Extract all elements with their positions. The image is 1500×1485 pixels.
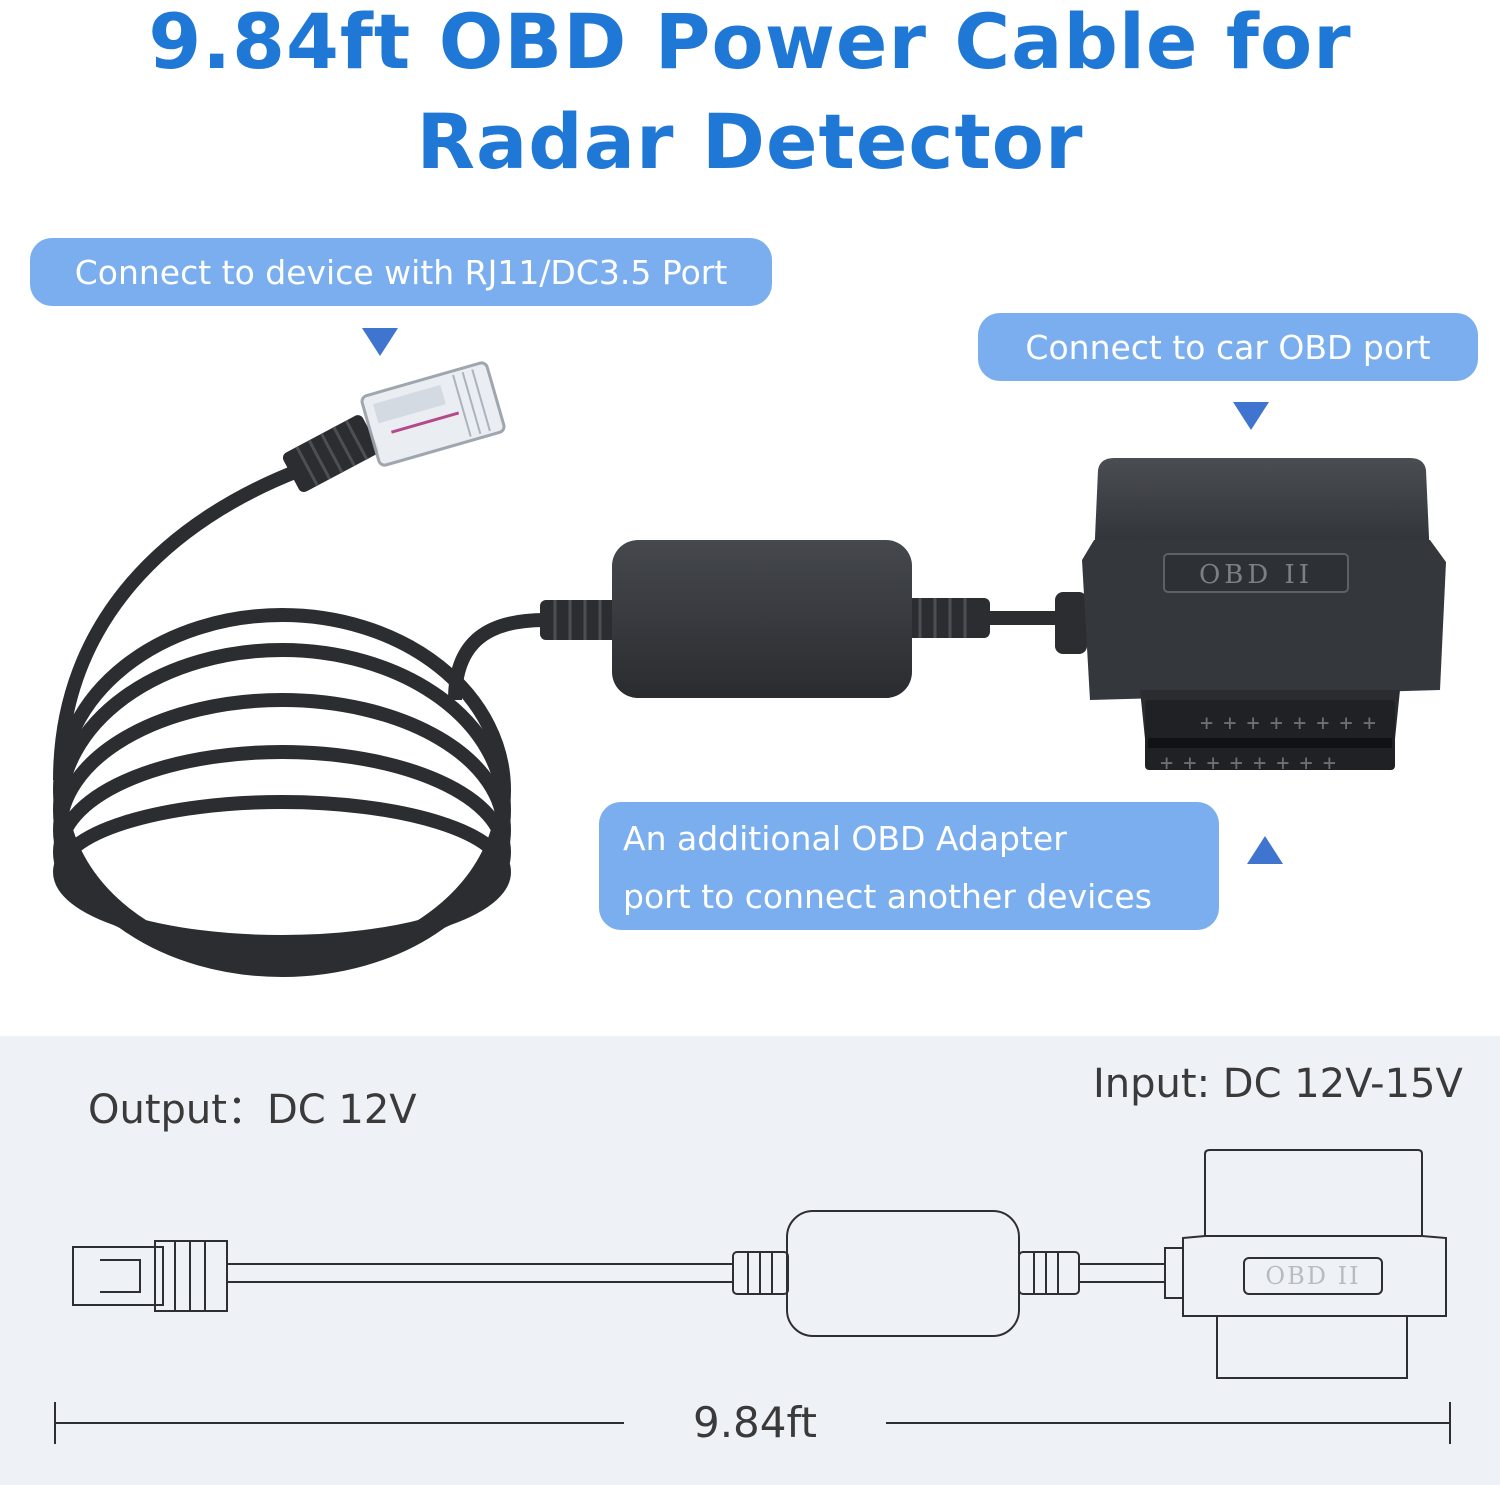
obd-connector: ++++++++ ++++++++ <box>1082 458 1446 776</box>
obd-label: OBD II <box>1198 560 1314 590</box>
page-title-line2: Radar Detector <box>416 97 1084 186</box>
rj11-strain-relief <box>282 415 379 493</box>
coiled-cable <box>53 608 511 977</box>
diagram-obd-label: OBD II <box>1265 1262 1361 1290</box>
page-title-line1: 9.84ft OBD Power Cable for <box>148 0 1352 86</box>
arrow-down-icon <box>1233 402 1269 430</box>
callout-adapter-line2: port to connect another devices <box>623 877 1152 916</box>
callout-device: Connect to device with RJ11/DC3.5 Port <box>30 238 772 306</box>
callout-adapter: An additional OBD Adapter port to connec… <box>599 802 1219 930</box>
product-photo: ++++++++ ++++++++ <box>53 361 1446 977</box>
callout-car: Connect to car OBD port <box>978 313 1478 381</box>
output-spec: Output：DC 12V <box>88 1087 417 1133</box>
arrow-down-icon <box>362 328 398 356</box>
input-spec: Input: DC 12V-15V <box>1093 1061 1463 1107</box>
svg-text:++++++++: ++++++++ <box>1160 751 1346 776</box>
line-diagram <box>54 1149 1451 1444</box>
arrow-up-icon <box>1247 836 1283 864</box>
rj11-plug <box>360 361 506 467</box>
length-label: 9.84ft <box>692 1398 818 1447</box>
callout-adapter-line1: An additional OBD Adapter <box>623 819 1067 858</box>
spec-panel <box>0 1036 1500 1485</box>
svg-text:++++++++: ++++++++ <box>1200 711 1386 736</box>
converter-box <box>612 540 912 698</box>
